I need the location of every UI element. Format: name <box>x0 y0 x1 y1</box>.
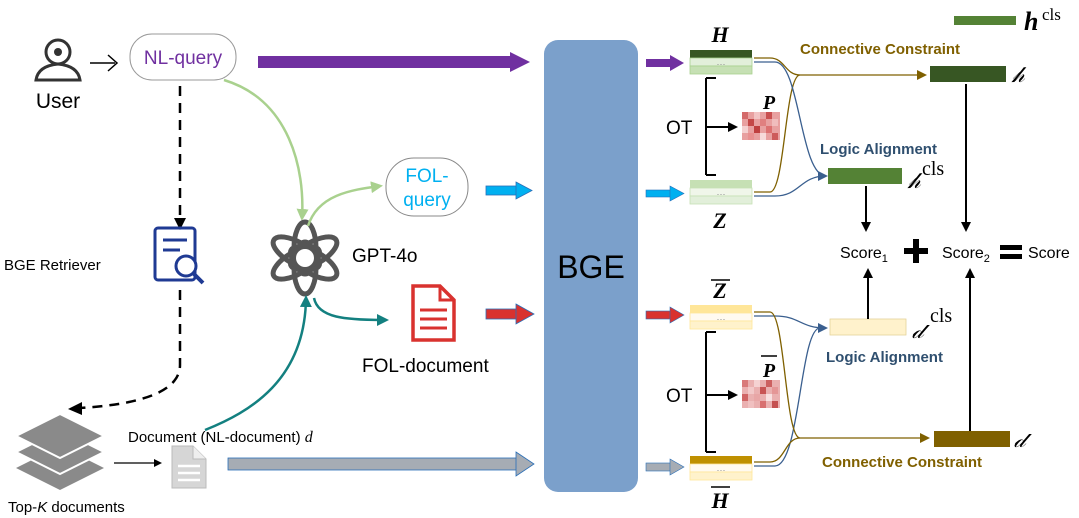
top-k-stack-icon <box>13 412 107 490</box>
matrix-z-bar-dots: ··· <box>717 314 726 324</box>
h-bar-to-logic-line <box>754 327 821 467</box>
fol-query-label-line1: FOL- <box>405 166 448 187</box>
fol-query-box <box>385 157 469 217</box>
topk-to-document-arrow <box>114 459 162 467</box>
h-to-logic-line <box>754 61 827 177</box>
z-bar-to-connective-line <box>754 311 930 443</box>
matrix-z-bar <box>689 305 753 330</box>
matrix-p-label: P <box>762 92 776 114</box>
bge-output-arrow-h-bar <box>645 458 685 476</box>
score2-label: Score2 <box>942 245 990 265</box>
bge-output-arrow-z <box>645 185 685 202</box>
h-embedding-bar <box>930 66 1006 82</box>
gpt-logo-icon <box>270 219 340 297</box>
gpt-to-fol-query-arrow <box>306 181 383 227</box>
bge-retriever-label: BGE Retriever <box>4 257 101 274</box>
matrix-z-bar-label: Z <box>712 278 726 303</box>
matrix-z-dots: ··· <box>717 189 726 199</box>
z-to-logic-line <box>754 171 828 197</box>
transport-plan-p <box>742 112 780 140</box>
bge-encoder-block <box>544 40 638 492</box>
final-score-label: Score <box>1028 245 1070 262</box>
bge-label: BGE <box>557 249 625 285</box>
fol-document-icon <box>411 284 456 342</box>
retriever-to-topk-arrow <box>68 290 182 415</box>
matrix-h-bar <box>689 456 753 481</box>
bge-output-arrow-z-bar <box>645 306 685 324</box>
ot-bottom-label: OT <box>666 386 693 407</box>
matrix-h-label: H <box>710 22 729 47</box>
retriever-doc-search-icon <box>153 226 205 285</box>
logic-bottom-label: Logic Alignment <box>826 349 943 366</box>
top-k-label: Top-K documents <box>8 499 125 516</box>
gpt-label: GPT-4o <box>352 246 417 267</box>
matrix-p-bar-label: P <box>762 360 776 382</box>
legend-h-cls-bar <box>954 16 1016 25</box>
matrix-h-bar-label: H <box>710 488 729 513</box>
query-to-bge-arrow <box>258 52 530 72</box>
plus-icon <box>904 239 928 263</box>
document-label: Document (NL-document) d <box>128 429 314 446</box>
matrix-h <box>689 50 753 75</box>
legend-cls-label: cls <box>1042 5 1061 24</box>
matrix-h-dots: ··· <box>717 59 726 69</box>
d-cls-embedding-bar <box>829 318 907 336</box>
legend-h-label: h <box>1024 7 1038 36</box>
transport-plan-p-bar <box>742 380 780 408</box>
gpt-to-fol-document-arrow <box>312 297 389 326</box>
user-label: User <box>36 90 80 113</box>
document-to-bge-arrow <box>227 451 535 477</box>
score1-label: Score1 <box>840 245 888 265</box>
user-icon <box>34 38 82 82</box>
nl-query-box <box>129 33 237 81</box>
nl-query-label: NL-query <box>144 48 223 69</box>
query-to-retriever-arrow <box>174 86 186 230</box>
nl-document-icon <box>171 445 207 489</box>
fol-document-to-bge-arrow <box>485 303 535 325</box>
user-to-query-arrow <box>90 54 119 72</box>
z-to-connective-line <box>754 74 801 193</box>
h-cls-embedding-label: 𝒽 <box>907 168 923 193</box>
fol-document-label: FOL-document <box>362 356 489 377</box>
d-cls-superscript: cls <box>930 305 952 327</box>
h-bar-to-connective-line <box>754 437 801 463</box>
equals-icon <box>1000 245 1022 259</box>
logic-top-label: Logic Alignment <box>820 141 937 158</box>
z-bar-to-logic-line <box>754 315 828 333</box>
query-to-gpt-arrow <box>223 78 309 221</box>
h-cls-embedding-bar <box>828 168 902 184</box>
h-to-connective-line <box>754 57 927 80</box>
fol-query-label-line2: query <box>403 190 451 211</box>
h-embedding-label: 𝒽 <box>1011 62 1027 87</box>
d-embedding-label: 𝒹 <box>1014 427 1032 452</box>
d-cls-embedding-label: 𝒹 <box>912 318 930 343</box>
ot-bracket-top <box>705 77 738 176</box>
matrix-z <box>689 180 753 205</box>
matrix-h-bar-dots: ··· <box>717 465 726 475</box>
matrix-z-label: Z <box>712 208 726 233</box>
fol-query-to-bge-arrow <box>485 181 533 200</box>
connective-top-label: Connective Constraint <box>800 41 960 58</box>
ot-top-label: OT <box>666 118 693 139</box>
ot-bracket-bottom <box>705 331 738 453</box>
connective-bottom-label: Connective Constraint <box>822 454 982 471</box>
bge-output-arrow-h <box>646 55 684 71</box>
document-to-gpt-arrow <box>204 295 312 432</box>
h-cls-superscript: cls <box>922 158 944 180</box>
d-embedding-bar <box>934 431 1010 447</box>
